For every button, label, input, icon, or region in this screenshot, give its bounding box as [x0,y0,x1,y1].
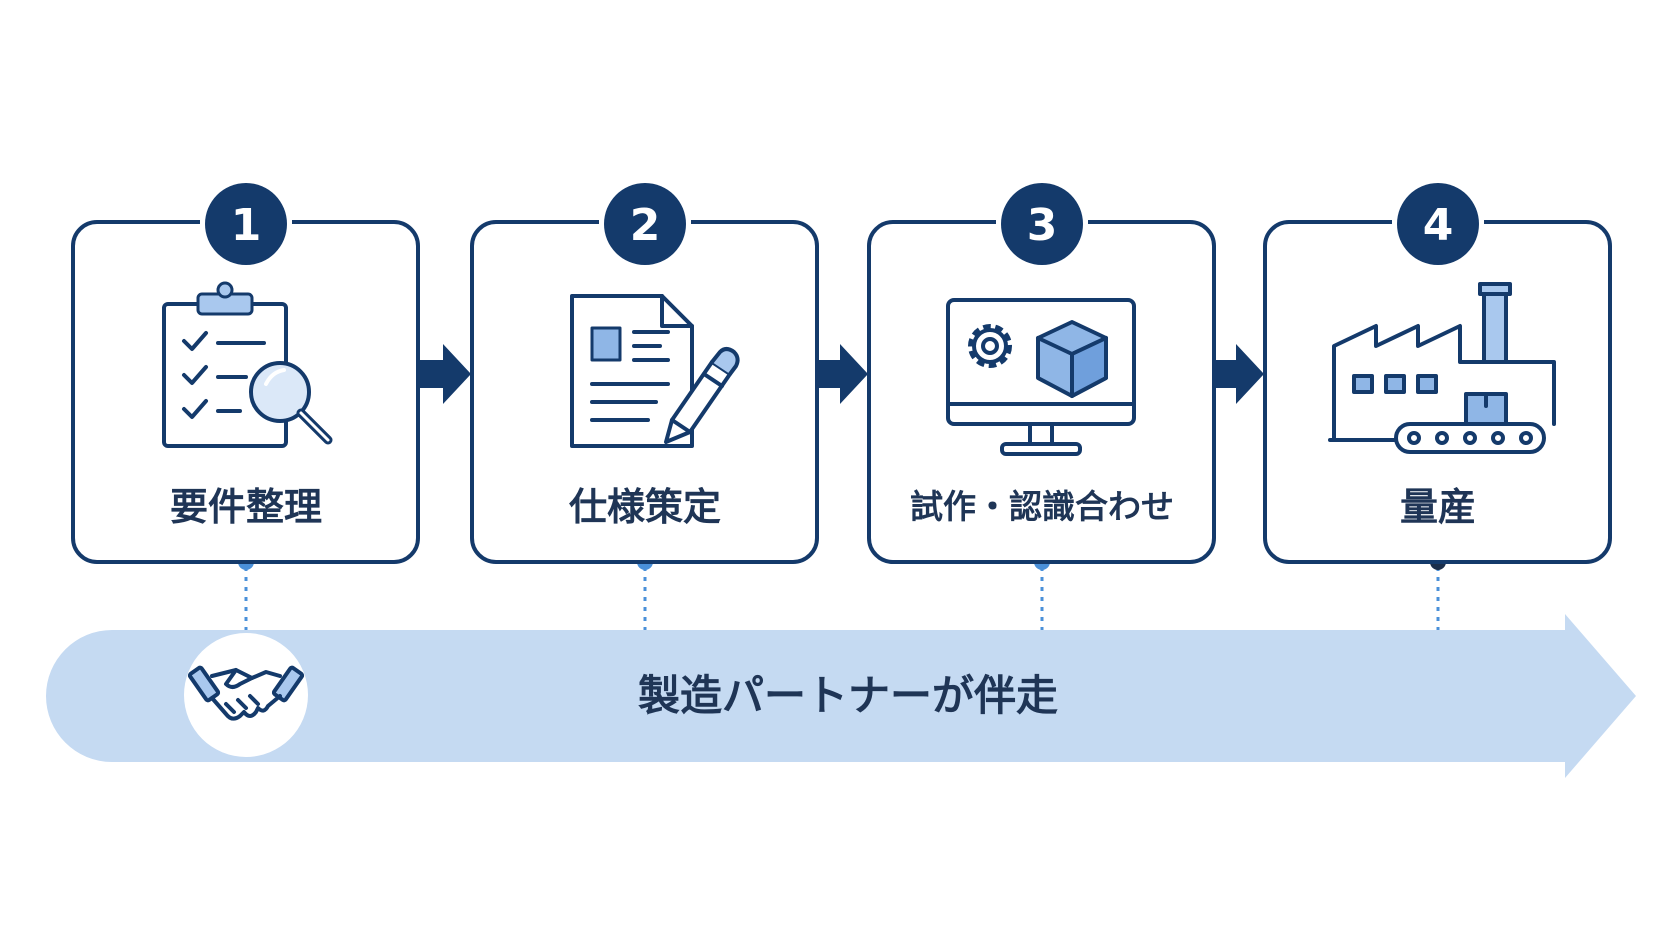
step-number-badge [1397,183,1479,265]
step-number: 4 [1423,200,1454,251]
step-connectors [238,554,1446,630]
handshake-icon [184,633,308,757]
document-pencil-icon [570,294,740,448]
step-number: 3 [1027,200,1058,251]
connector-2 [637,554,653,630]
step-title: 試作・認識合わせ [910,487,1174,526]
arrow-right-icon [1211,344,1264,404]
step-card-2: 2 仕様策定 [470,183,819,564]
step-number-badge [205,183,287,265]
step-title: 仕様策定 [569,485,721,529]
partner-band: 製造パートナーが伴走 [46,614,1636,778]
factory-conveyor-icon [1328,282,1556,454]
step-number-badge [604,183,686,265]
arrow-right-icon [418,344,471,404]
connector-3 [1034,554,1050,630]
clipboard-magnifier-icon [162,281,333,448]
step-title: 要件整理 [170,485,322,529]
step-card-1: 1 要件整理 [71,183,420,564]
step-number-badge [1001,183,1083,265]
partner-band-label: 製造パートナーが伴走 [638,671,1058,720]
step-card-3: 3 試作・認識合わせ [867,183,1216,564]
step-number: 1 [231,200,262,251]
flow-arrows [418,344,1264,404]
arrow-right-icon [815,344,868,404]
connector-4 [1430,554,1446,630]
cube-icon [1036,320,1108,398]
step-card-4: 4 量産 [1263,183,1612,564]
step-title: 量産 [1400,485,1476,529]
monitor-gear-cube-icon [946,298,1136,456]
connector-1 [238,554,254,630]
step-number: 2 [630,200,661,251]
partner-band-arrow [46,614,1636,778]
